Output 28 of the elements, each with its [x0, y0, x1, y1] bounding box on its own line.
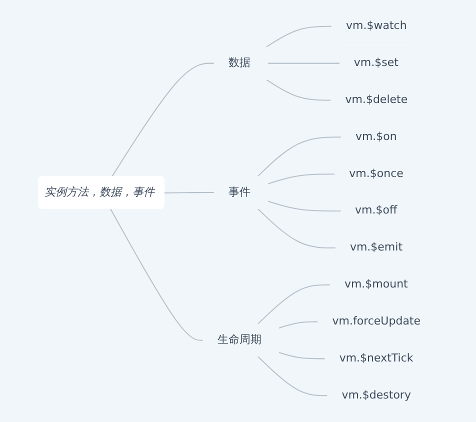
node-text: vm.$watch: [346, 20, 407, 32]
connector: [268, 174, 335, 184]
node-text: vm.forceUpdate: [332, 315, 421, 328]
connector: [278, 321, 318, 329]
connector: [266, 26, 332, 48]
node-text: vm.$emit: [350, 241, 403, 254]
node-text: 数据: [228, 56, 250, 70]
connector: [257, 208, 336, 248]
connector: [268, 62, 340, 64]
connector: [110, 208, 204, 341]
node-text: vm.$mount: [344, 278, 408, 291]
node-text: 生命周期: [217, 334, 262, 346]
node-text: vm.$set: [354, 56, 398, 70]
connector: [257, 356, 328, 396]
connector: [257, 284, 330, 324]
connector: [268, 200, 342, 212]
connector: [164, 192, 214, 194]
connector: [278, 352, 326, 360]
node-text: 事件: [228, 186, 250, 198]
connector: [111, 62, 214, 178]
connector: [266, 78, 331, 101]
node-text: vm.$off: [355, 204, 398, 217]
node-text: vm.$delete: [345, 94, 408, 106]
node-text: vm.$on: [355, 130, 397, 144]
node-text: vm.$destory: [342, 388, 411, 402]
node-text: vm.$nextTick: [339, 352, 414, 365]
connector: [257, 136, 342, 177]
node-text: vm.$once: [349, 167, 404, 180]
